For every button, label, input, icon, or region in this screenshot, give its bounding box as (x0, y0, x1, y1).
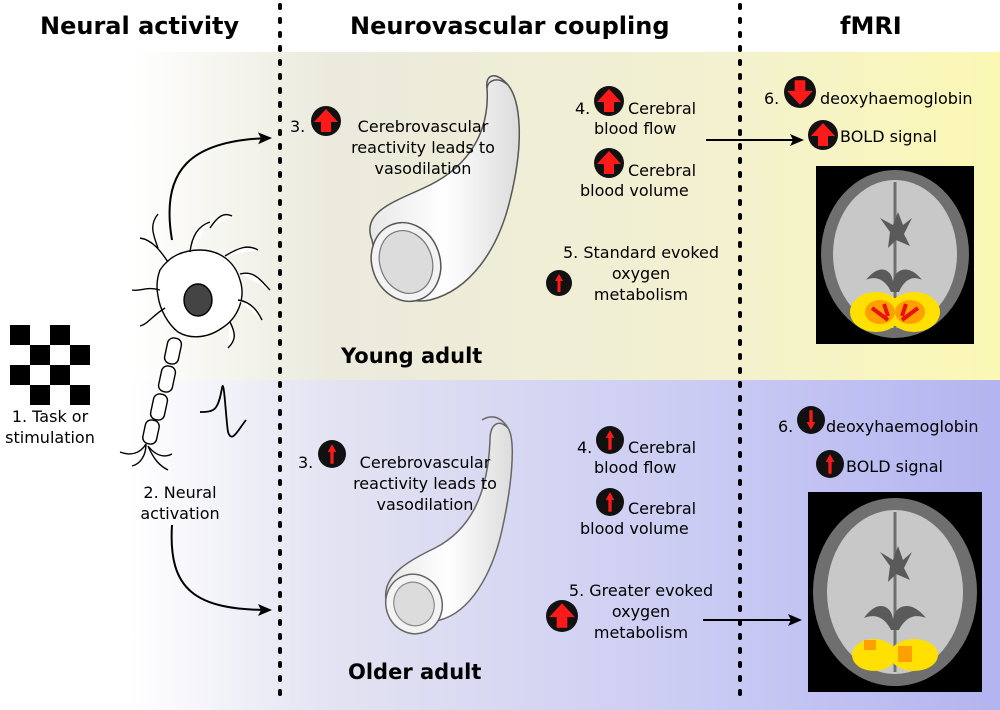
up-arrow-icon (594, 148, 624, 178)
blood-vessel-icon (369, 75, 521, 303)
young-step3-text: Cerebrovascular reactivity leads to vaso… (351, 117, 495, 178)
arrow-to-older (170, 524, 272, 616)
young-adult-title: Young adult (341, 344, 483, 368)
young-step4-number: 4. (575, 99, 591, 118)
young-blood-flow-line2: blood flow (594, 119, 677, 138)
older-deoxyhaemoglobin: deoxyhaemoglobin (826, 417, 979, 436)
up-arrow-icon (594, 86, 624, 116)
up-arrow-icon (318, 440, 346, 468)
header-neural-activity: Neural activity (40, 12, 240, 40)
up-arrow-icon (808, 120, 838, 150)
brain-scan-icon-older (808, 492, 982, 692)
checkerboard-icon (10, 325, 90, 405)
young-blood-volume-line1: Cerebral (628, 161, 697, 180)
older-blood-volume-line2: blood volume (580, 519, 689, 538)
young-step6-number: 6. (764, 89, 780, 108)
down-arrow-icon (797, 406, 825, 434)
brain-scan-icon (816, 166, 974, 344)
older-blood-flow-line2: blood flow (594, 458, 677, 477)
up-arrow-icon (596, 488, 624, 516)
older-step3-text: Cerebrovascular reactivity leads to vaso… (353, 453, 497, 514)
header-neurovascular-coupling: Neurovascular coupling (350, 12, 670, 40)
older-bold-signal: BOLD signal (846, 457, 943, 476)
task-label: 1. Task or stimulation (5, 407, 95, 447)
up-arrow-icon (546, 600, 578, 632)
young-bold-signal: BOLD signal (840, 127, 937, 146)
young-deoxyhaemoglobin: deoxyhaemoglobin (820, 89, 973, 108)
header-fmri: fMRI (840, 12, 902, 40)
older-adult-title: Older adult (348, 660, 482, 684)
older-step3-number: 3. (298, 453, 314, 472)
neural-activation-label: 2. Neural activation (140, 483, 220, 523)
older-blood-flow-line1: Cerebral (628, 438, 697, 457)
up-arrow-icon (596, 426, 624, 454)
action-potential-icon (199, 385, 247, 438)
young-blood-flow-line1: Cerebral (628, 99, 697, 118)
older-step4-number: 4. (577, 438, 593, 457)
up-arrow-icon (311, 106, 341, 136)
neuron-icon (119, 213, 271, 471)
up-arrow-icon (816, 450, 844, 478)
young-step5-text: 5. Standard evoked oxygen metabolism (562, 243, 720, 304)
young-blood-volume-line2: blood volume (580, 181, 689, 200)
older-step5-text: 5. Greater evoked oxygen metabolism (568, 581, 714, 642)
young-step3-number: 3. (290, 117, 306, 136)
older-step6-number: 6. (778, 417, 794, 436)
down-arrow-icon (784, 76, 816, 108)
blood-vessel-icon-older (384, 416, 514, 635)
older-blood-volume-line1: Cerebral (628, 499, 697, 518)
arrow-to-young (168, 132, 272, 241)
up-arrow-icon (546, 270, 572, 296)
